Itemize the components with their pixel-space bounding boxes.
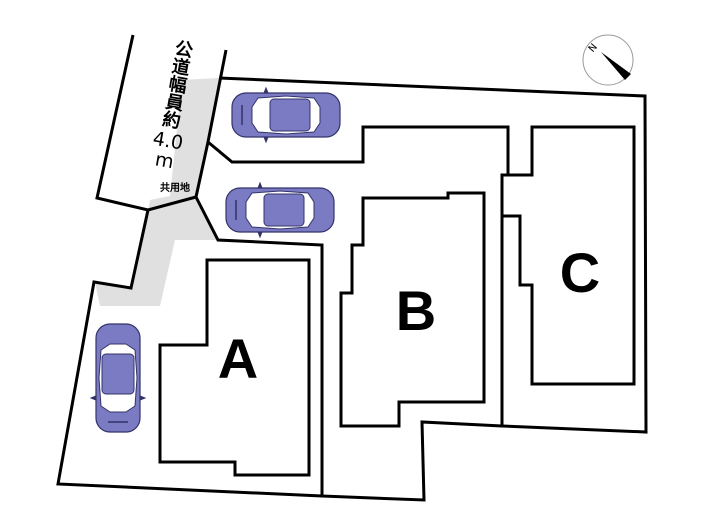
building-b (339, 191, 486, 428)
driveway-lower-edge (194, 196, 324, 496)
road-label-char: 幅 (167, 73, 189, 98)
car-icon (231, 87, 341, 143)
building-a (158, 258, 311, 477)
road-label-char: 約 (161, 108, 183, 133)
lot-label-a: A (218, 327, 258, 390)
building-c (500, 125, 636, 386)
car-icon (225, 182, 335, 238)
lot-label-b: B (396, 279, 436, 342)
road-width-value: 4.0 (151, 128, 185, 155)
site-boundary (56, 76, 648, 502)
compass-icon: N (582, 34, 634, 86)
road-label-char: 公 (173, 38, 194, 62)
road-left-edge (95, 34, 197, 212)
shared-land-area (95, 78, 219, 306)
shared-land-label: 共用地 (160, 181, 190, 194)
road-label-char: 員 (163, 91, 185, 115)
road-width-unit: m (153, 148, 175, 173)
road-label-char: 道 (170, 55, 192, 80)
lot-label-c: C (560, 241, 600, 304)
car-icon (90, 323, 146, 433)
